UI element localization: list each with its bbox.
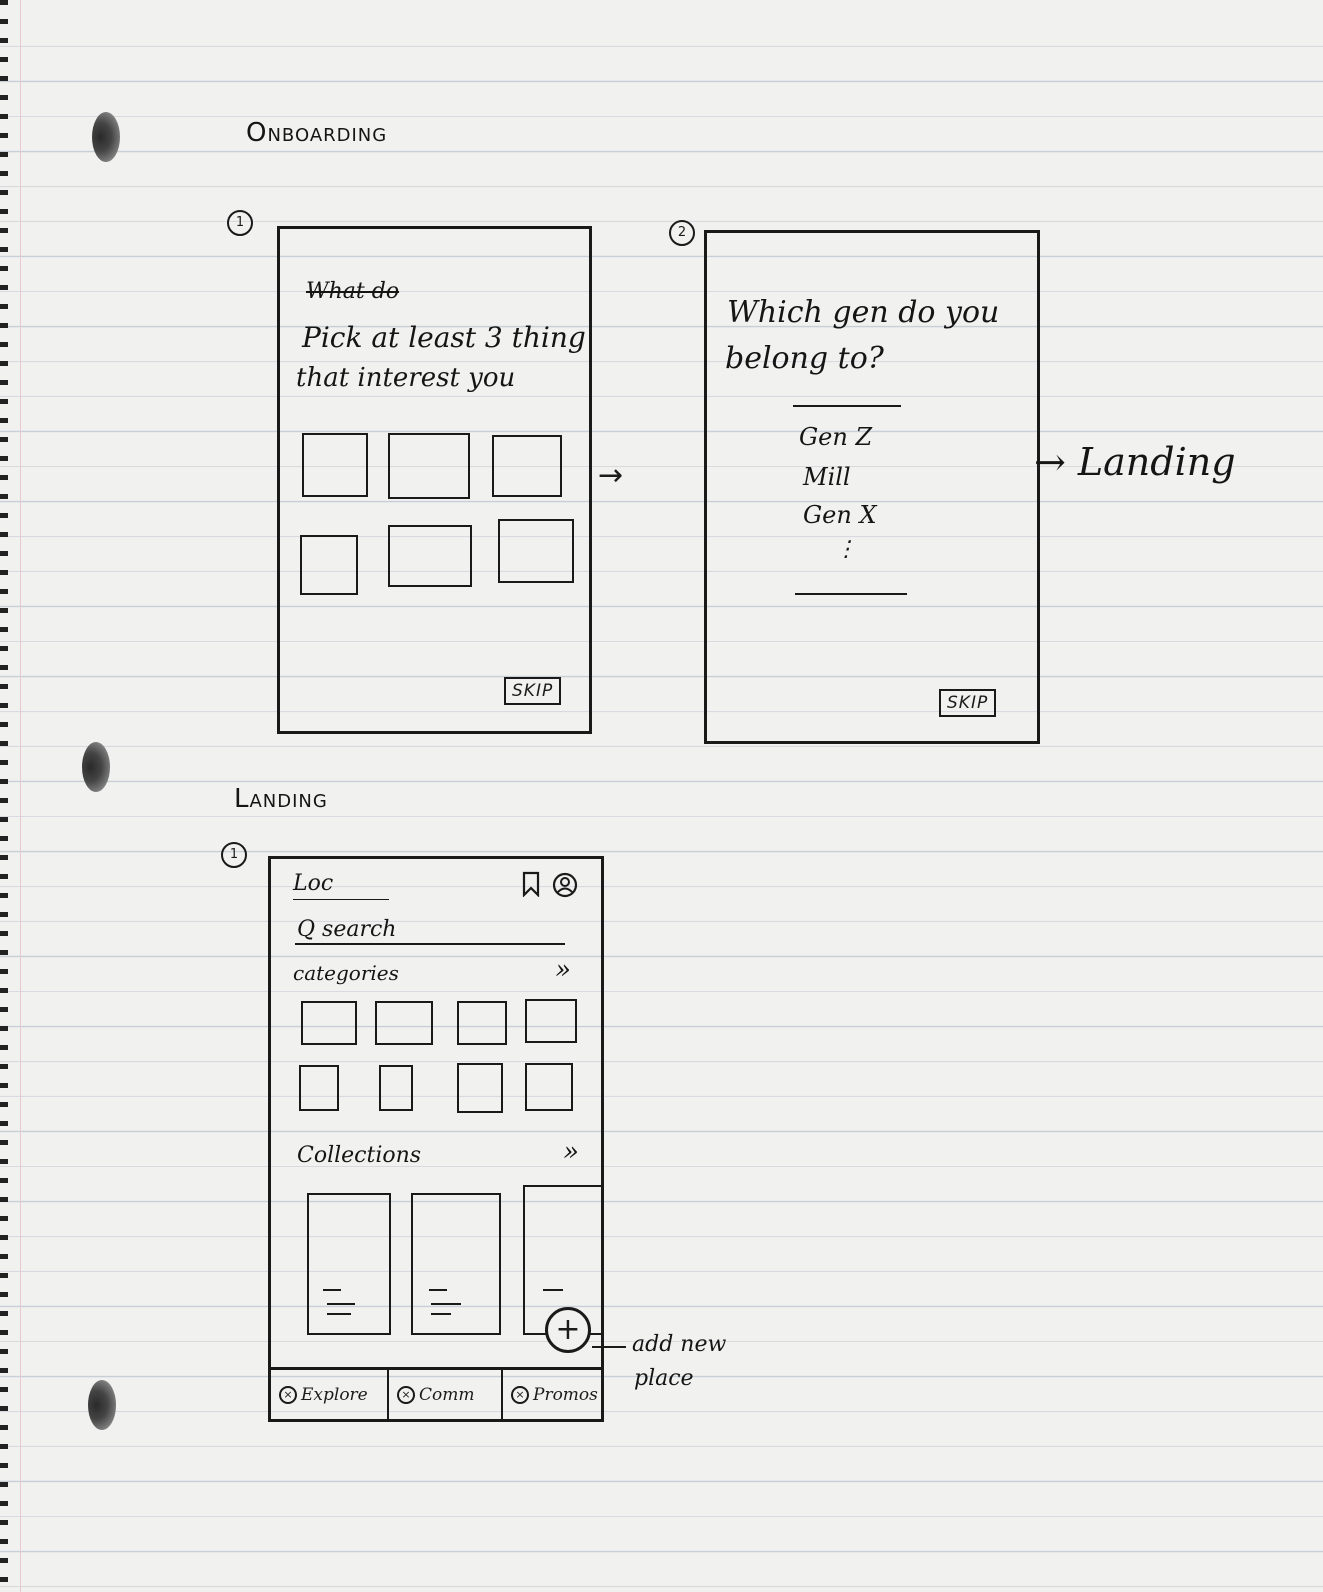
gen-option[interactable]: Mill [803,463,851,491]
interest-tile[interactable] [302,433,368,497]
binder-hole [82,742,110,792]
interest-tile[interactable] [388,433,470,499]
tab-promos[interactable]: × Promos [503,1370,601,1419]
binder-hole [88,1380,116,1430]
profile-icon[interactable] [551,871,579,899]
x-circle-icon: × [397,1385,415,1404]
annotation-pointer [592,1346,626,1348]
tab-community[interactable]: × Comm [389,1370,503,1419]
screen-number: 1 [227,210,253,236]
bottom-tab-bar: × Explore × Comm × Promos [271,1367,601,1419]
card-title-line [429,1289,447,1291]
bookmark-icon[interactable] [521,871,541,897]
category-tile[interactable] [301,1001,357,1045]
fab-annotation-line1: add new [632,1332,727,1357]
card-text-line [327,1303,355,1305]
flow-to-landing: → Landing [1034,440,1236,484]
picker-top-line [793,405,901,407]
onboarding-screen-1: What do Pick at least 3 thing that inter… [277,226,592,734]
spiral-binding [0,0,8,1592]
location-underline [293,899,389,900]
category-tile[interactable] [375,1001,433,1045]
onboarding-heading: Onboarding [246,118,388,148]
x-circle-icon: × [279,1385,297,1404]
flow-arrow: → [598,458,624,493]
tab-explore[interactable]: × Explore [271,1370,389,1419]
struck-heading: What do [306,279,400,304]
screen-number: 1 [221,842,247,868]
x-circle-icon: × [511,1385,529,1404]
collections-see-all[interactable]: » [563,1137,579,1167]
screen-number: 2 [669,220,695,246]
gen-question-line2: belong to? [725,341,884,376]
interest-tile[interactable] [492,435,562,497]
tab-label: Explore [301,1384,368,1405]
card-text-line [327,1313,351,1315]
interest-title-line2: that interest you [296,363,516,393]
collections-label: Collections [297,1143,422,1168]
card-title-line [543,1289,563,1291]
add-place-fab[interactable]: + [545,1307,591,1353]
card-text-line [431,1313,451,1315]
search-underline [295,943,565,945]
gen-option[interactable]: Gen X [803,501,877,529]
location-selector[interactable]: Loc [293,871,334,896]
category-tile[interactable] [379,1065,413,1111]
category-tile[interactable] [299,1065,339,1111]
gen-option[interactable]: Gen Z [799,423,873,451]
tab-label: Promos [533,1384,598,1405]
landing-heading: Landing [234,784,328,814]
category-tile[interactable] [457,1001,507,1045]
categories-see-all[interactable]: » [555,955,571,985]
category-tile[interactable] [525,999,577,1043]
landing-screen-1: Loc Q search categories » Collections » … [268,856,604,1422]
collection-card[interactable] [411,1193,501,1335]
onboarding-screen-2: Which gen do you belong to? Gen Z Mill G… [704,230,1040,744]
skip-button[interactable]: SKIP [939,689,997,717]
binder-hole [92,112,120,162]
category-tile[interactable] [525,1063,573,1111]
interest-tile[interactable] [498,519,574,583]
interest-tile[interactable] [388,525,472,587]
collection-card[interactable] [307,1193,391,1335]
picker-bottom-line [795,593,907,595]
interest-title-line1: Pick at least 3 thing [302,321,586,354]
tab-label: Comm [419,1384,475,1405]
more-options-indicator: ⋮ [835,537,857,562]
interest-tile[interactable] [300,535,358,595]
skip-button[interactable]: SKIP [504,677,562,705]
category-tile[interactable] [457,1063,503,1113]
gen-question-line1: Which gen do you [727,295,1000,330]
card-text-line [431,1303,461,1305]
search-input[interactable]: Q search [297,917,397,942]
card-title-line [323,1289,341,1291]
categories-label: categories [293,961,399,985]
fab-annotation-line2: place [634,1366,694,1391]
